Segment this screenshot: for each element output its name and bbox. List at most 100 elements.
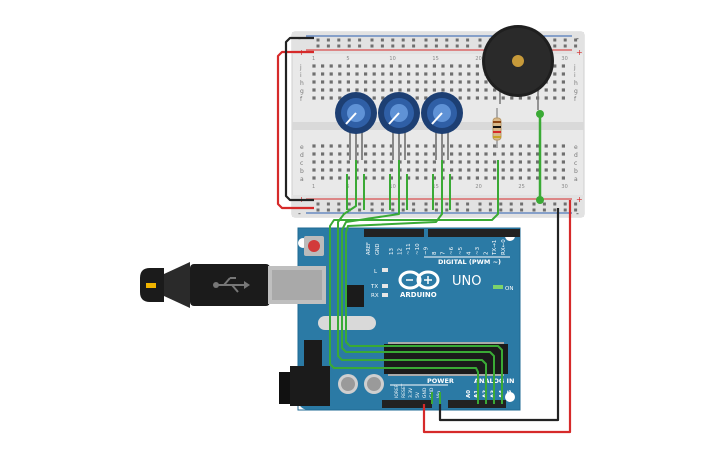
breadboard-hole xyxy=(355,64,359,68)
power-pin-label: GND xyxy=(422,387,428,398)
breadboard-hole xyxy=(561,160,565,164)
breadboard-hole xyxy=(424,64,428,68)
breadboard-hole xyxy=(364,168,368,172)
breadboard-hole xyxy=(312,64,316,68)
reset-button[interactable] xyxy=(304,236,324,256)
breadboard-hole xyxy=(484,176,488,180)
breadboard-hole xyxy=(553,80,557,84)
breadboard-hole xyxy=(501,96,505,100)
rail-hole xyxy=(553,202,557,206)
breadboard-hole xyxy=(415,152,419,156)
row-letter: g xyxy=(300,88,304,95)
digital-pin-label: ~5 xyxy=(458,246,464,255)
rail-hole xyxy=(455,208,459,212)
row-letter-right: j xyxy=(573,64,576,71)
rail-hole xyxy=(509,208,513,212)
row-letter-right: a xyxy=(574,176,578,183)
rail-hole xyxy=(401,202,405,206)
green-wire-pot3-wiper[interactable] xyxy=(345,160,503,404)
breadboard-hole xyxy=(553,144,557,148)
rail-hole xyxy=(391,208,395,212)
red-wire-power[interactable] xyxy=(422,200,572,434)
breadboard-hole xyxy=(398,64,402,68)
rail-hole xyxy=(553,44,557,48)
breadboard-hole xyxy=(450,152,454,156)
rail-hole xyxy=(326,208,330,212)
breadboard-hole xyxy=(450,160,454,164)
usb-cable[interactable] xyxy=(140,262,326,308)
rail-hole xyxy=(424,202,428,206)
black-wire-gnd[interactable] xyxy=(438,208,560,422)
breadboard-hole xyxy=(458,72,462,76)
breadboard-hole xyxy=(484,160,488,164)
rail-hole xyxy=(380,44,384,48)
breadboard-hole xyxy=(407,88,411,92)
breadboard-hole xyxy=(424,80,428,84)
breadboard-hole xyxy=(364,176,368,180)
breadboard-hole xyxy=(364,64,368,68)
breadboard-hole xyxy=(553,176,557,180)
rail-hole xyxy=(434,208,438,212)
breadboard-hole xyxy=(355,72,359,76)
potentiometer-1[interactable] xyxy=(335,92,377,160)
breadboard-hole xyxy=(389,176,393,180)
column-number: 20 xyxy=(475,184,481,190)
breadboard-hole xyxy=(329,80,333,84)
breadboard-hole xyxy=(527,168,531,172)
red-wire-5v[interactable] xyxy=(276,50,314,210)
potentiometer-2[interactable] xyxy=(378,92,420,160)
breadboard-hole xyxy=(364,72,368,76)
black-wire-gnd-rail[interactable] xyxy=(284,36,314,202)
breadboard-hole xyxy=(398,72,402,76)
breadboard-hole xyxy=(415,160,419,164)
breadboard-hole xyxy=(312,88,316,92)
gnd-top-label: GND xyxy=(375,243,381,255)
breadboard-hole xyxy=(432,168,436,172)
breadboard-hole xyxy=(544,168,548,172)
breadboard-hole xyxy=(458,80,462,84)
breadboard-hole xyxy=(450,88,454,92)
breadboard-hole xyxy=(561,72,565,76)
column-number: 20 xyxy=(475,56,481,62)
breadboard-hole xyxy=(561,96,565,100)
rail-hole xyxy=(337,38,341,42)
rail-hole xyxy=(434,38,438,42)
rail-plus-label-right: + xyxy=(576,48,583,57)
breadboard-hole xyxy=(329,176,333,180)
breadboard-hole xyxy=(484,96,488,100)
arduino-label: ARDUINO xyxy=(400,291,437,299)
green-jumper-buzzer[interactable] xyxy=(536,110,544,204)
breadboard-hole xyxy=(407,152,411,156)
dc-barrel-jack[interactable] xyxy=(279,366,330,406)
breadboard-hole xyxy=(407,80,411,84)
led-l-label: L xyxy=(374,269,378,275)
row-letter: h xyxy=(300,80,304,87)
row-letter-right: f xyxy=(574,96,577,103)
green-wire-pot2-wiper[interactable] xyxy=(341,160,495,404)
resistor[interactable] xyxy=(492,108,502,148)
digital-pin-label: 2 xyxy=(484,252,490,256)
breadboard-hole xyxy=(312,72,316,76)
breadboard-hole xyxy=(432,152,436,156)
power-pin-label: 3.3V xyxy=(408,387,414,398)
breadboard-hole xyxy=(527,160,531,164)
breadboard-hole xyxy=(561,176,565,180)
breadboard-hole xyxy=(424,176,428,180)
rail-hole xyxy=(520,202,524,206)
potentiometer-3[interactable] xyxy=(421,92,463,160)
row-letter: a xyxy=(300,176,304,183)
breadboard-hole xyxy=(432,176,436,180)
breadboard-hole xyxy=(467,88,471,92)
breadboard-hole xyxy=(467,152,471,156)
breadboard-hole xyxy=(389,144,393,148)
piezo-buzzer[interactable] xyxy=(482,25,554,110)
breadboard-hole xyxy=(338,176,342,180)
breadboard-hole xyxy=(389,80,393,84)
rail-hole xyxy=(380,38,384,42)
breadboard-hole xyxy=(381,176,385,180)
breadboard-hole xyxy=(312,176,316,180)
breadboard-hole xyxy=(493,88,497,92)
green-wire-buzzer[interactable] xyxy=(329,160,499,404)
green-wire-pot1-wiper[interactable] xyxy=(337,160,487,404)
